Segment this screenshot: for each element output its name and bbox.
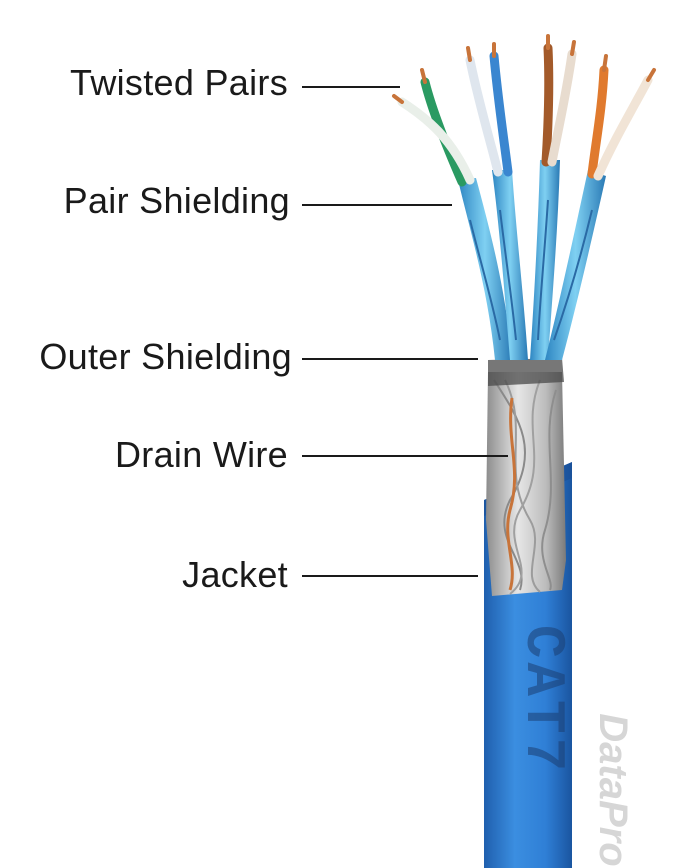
jacket-print: CAT7 xyxy=(511,625,575,775)
leader-jacket xyxy=(302,575,478,577)
leader-pair-shielding xyxy=(302,204,452,206)
twisted-pairs xyxy=(392,34,656,187)
label-drain-wire: Drain Wire xyxy=(114,434,288,475)
drain-wire xyxy=(506,397,517,591)
watermark-text: DataPro xyxy=(591,713,635,866)
outer-shielding xyxy=(486,358,566,596)
leader-drain-wire xyxy=(302,455,508,457)
label-twisted-pairs: Twisted Pairs xyxy=(70,62,288,103)
label-outer-shielding: Outer Shielding xyxy=(39,336,292,377)
pair-shielding xyxy=(458,160,606,360)
leader-twisted-pairs xyxy=(302,86,400,88)
label-jacket: Jacket xyxy=(182,554,288,595)
leader-outer-shielding xyxy=(302,358,478,360)
label-pair-shielding: Pair Shielding xyxy=(63,180,290,221)
